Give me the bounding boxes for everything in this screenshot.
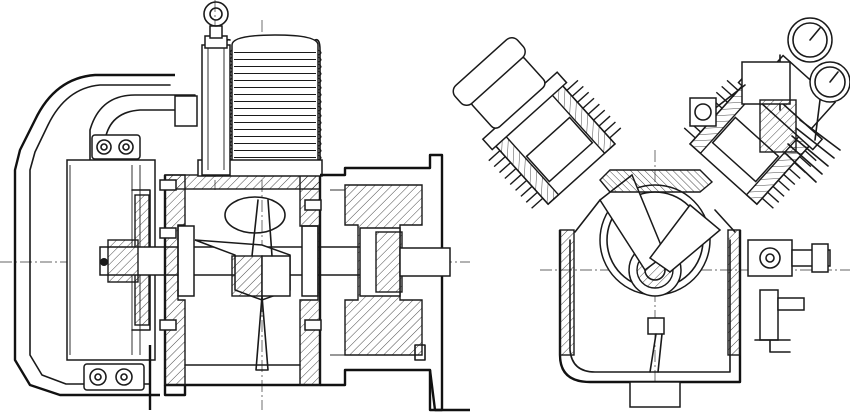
pressure-gauge-2 (809, 61, 850, 141)
duct-flange (174, 95, 198, 127)
connecting-rod (251, 199, 273, 257)
crankcase-top-flange (164, 174, 321, 190)
stud-sleeve (201, 44, 231, 176)
fin (504, 167, 517, 180)
front-case-left-wall (559, 229, 575, 356)
fin (515, 179, 528, 191)
fin (593, 109, 606, 121)
fin (603, 121, 616, 133)
main-bearing-right (301, 225, 319, 297)
fin (571, 85, 584, 97)
guard-bolts-top (91, 134, 141, 160)
fin (525, 191, 538, 203)
fin (582, 97, 595, 109)
fan-guard-inner (29, 84, 171, 385)
big-end (231, 255, 263, 297)
right-piston (711, 116, 780, 183)
fin (799, 156, 812, 168)
mounting-foot-right (428, 369, 470, 412)
rod-small-end (224, 196, 286, 234)
front-section-view (452, 17, 850, 410)
fin (493, 156, 506, 168)
output-shaft (399, 247, 451, 277)
fin (609, 127, 622, 139)
fin (531, 197, 544, 209)
main-bearing-left (177, 225, 195, 297)
fin (721, 85, 734, 97)
fin (499, 162, 512, 174)
fin (577, 91, 590, 103)
left-filter-cap (452, 37, 526, 106)
fin (520, 185, 533, 197)
fin (587, 103, 600, 115)
fin (683, 127, 696, 139)
right-connecting-rod (648, 203, 722, 273)
fin (761, 197, 774, 209)
side-section-view (0, 0, 470, 412)
oil-dipper (255, 295, 269, 371)
drain-boss (629, 381, 681, 408)
fin (598, 115, 611, 127)
fin (509, 173, 522, 185)
left-cylinder (452, 37, 622, 209)
gauge-manifold (689, 61, 797, 153)
motor-flange-housing (320, 153, 444, 412)
oil-dipstick (647, 317, 665, 373)
pulley-hub (107, 239, 139, 283)
fin (777, 179, 790, 191)
front-crankcase (558, 230, 742, 384)
guard-bolts-bottom (83, 363, 145, 391)
crankcase-bolts (159, 179, 322, 331)
left-piston (525, 116, 594, 183)
mounting-foot-left (148, 345, 187, 410)
crankcase-right-section (299, 174, 321, 386)
fin (767, 191, 780, 203)
fin (488, 150, 501, 162)
right-head-fins (783, 119, 841, 183)
air-duct-outer (89, 94, 196, 161)
fin (566, 79, 579, 91)
crankcase-top-rib (599, 169, 714, 193)
fin (726, 79, 739, 91)
fin (788, 167, 801, 180)
fin (772, 185, 785, 197)
cylinder-fins (224, 34, 321, 171)
fin (783, 173, 796, 185)
fin (804, 150, 817, 162)
eyebolt-ring (203, 1, 229, 27)
front-case-right-wall (727, 229, 741, 356)
side-fittings (747, 239, 831, 353)
fan-guard-outer (13, 73, 175, 397)
coupling-hub (375, 231, 403, 293)
